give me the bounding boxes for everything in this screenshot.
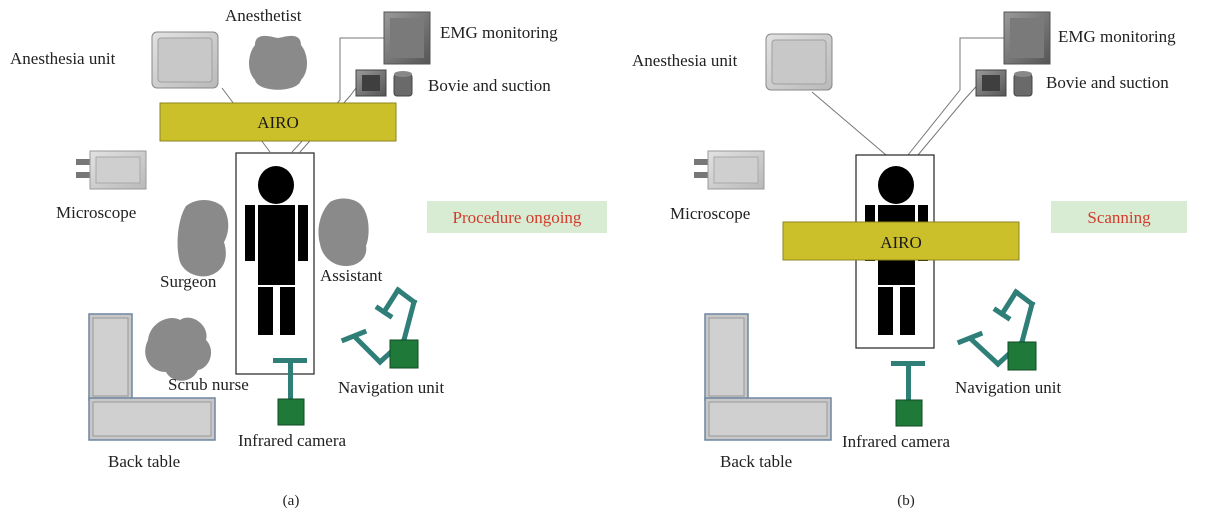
bovie-suction-a: [355, 69, 413, 97]
airo-label-a: AIRO: [257, 113, 299, 132]
assistant-shape: [318, 198, 369, 266]
back-table-a: [88, 313, 216, 441]
status-box-a: [427, 201, 607, 233]
label-scrub-nurse: Scrub nurse: [168, 375, 249, 394]
label-anesthesia-unit-a: Anesthesia unit: [10, 49, 116, 68]
label-assistant: Assistant: [320, 266, 383, 285]
label-anesthetist: Anesthetist: [225, 6, 302, 25]
infrared-camera-b: [891, 361, 925, 427]
label-infrared-a: Infrared camera: [238, 431, 347, 450]
panel-b: Anesthesia unit EMG monitoring Bovie and…: [632, 11, 1187, 509]
anesthesia-unit-b: [765, 33, 833, 91]
back-table-b: [704, 313, 832, 441]
label-anesthesia-unit-b: Anesthesia unit: [632, 51, 738, 70]
status-text-b: Scanning: [1087, 208, 1151, 227]
scrub-nurse-shape: [145, 317, 212, 381]
anesthetist-shape: [249, 35, 307, 90]
label-emg-a: EMG monitoring: [440, 23, 558, 42]
navigation-base-a: [389, 339, 419, 369]
label-bovie-b: Bovie and suction: [1046, 73, 1169, 92]
label-microscope-b: Microscope: [670, 204, 750, 223]
microscope-a: [76, 150, 147, 190]
label-microscope-a: Microscope: [56, 203, 136, 222]
label-back-table-a: Back table: [108, 452, 180, 471]
infrared-camera-a: [273, 358, 307, 426]
caption-b: (b): [897, 493, 915, 509]
navigation-base-b: [1007, 341, 1037, 371]
emg-monitor-a: [383, 11, 431, 65]
status-text-a: Procedure ongoing: [453, 208, 582, 227]
label-infrared-b: Infrared camera: [842, 432, 951, 451]
panel-a: Anesthesia unit Anesthetist EMG monitori…: [10, 6, 607, 509]
airo-label-b: AIRO: [880, 233, 922, 252]
surgeon-shape: [177, 200, 229, 277]
label-surgeon: Surgeon: [160, 272, 217, 291]
label-navigation-a: Navigation unit: [338, 378, 445, 397]
label-back-table-b: Back table: [720, 452, 792, 471]
microscope-b: [694, 150, 765, 190]
patient-figure-a: [245, 166, 308, 335]
label-bovie-a: Bovie and suction: [428, 76, 551, 95]
airo-gantry-b: [782, 221, 1020, 261]
label-emg-b: EMG monitoring: [1058, 27, 1176, 46]
status-box-b: [1051, 201, 1187, 233]
cables-b: [811, 37, 1004, 156]
emg-monitor-b: [1003, 11, 1051, 65]
caption-a: (a): [283, 493, 300, 509]
label-navigation-b: Navigation unit: [955, 378, 1062, 397]
airo-gantry-a: [159, 102, 397, 142]
anesthesia-unit-a: [151, 31, 219, 89]
bovie-suction-b: [975, 69, 1033, 97]
